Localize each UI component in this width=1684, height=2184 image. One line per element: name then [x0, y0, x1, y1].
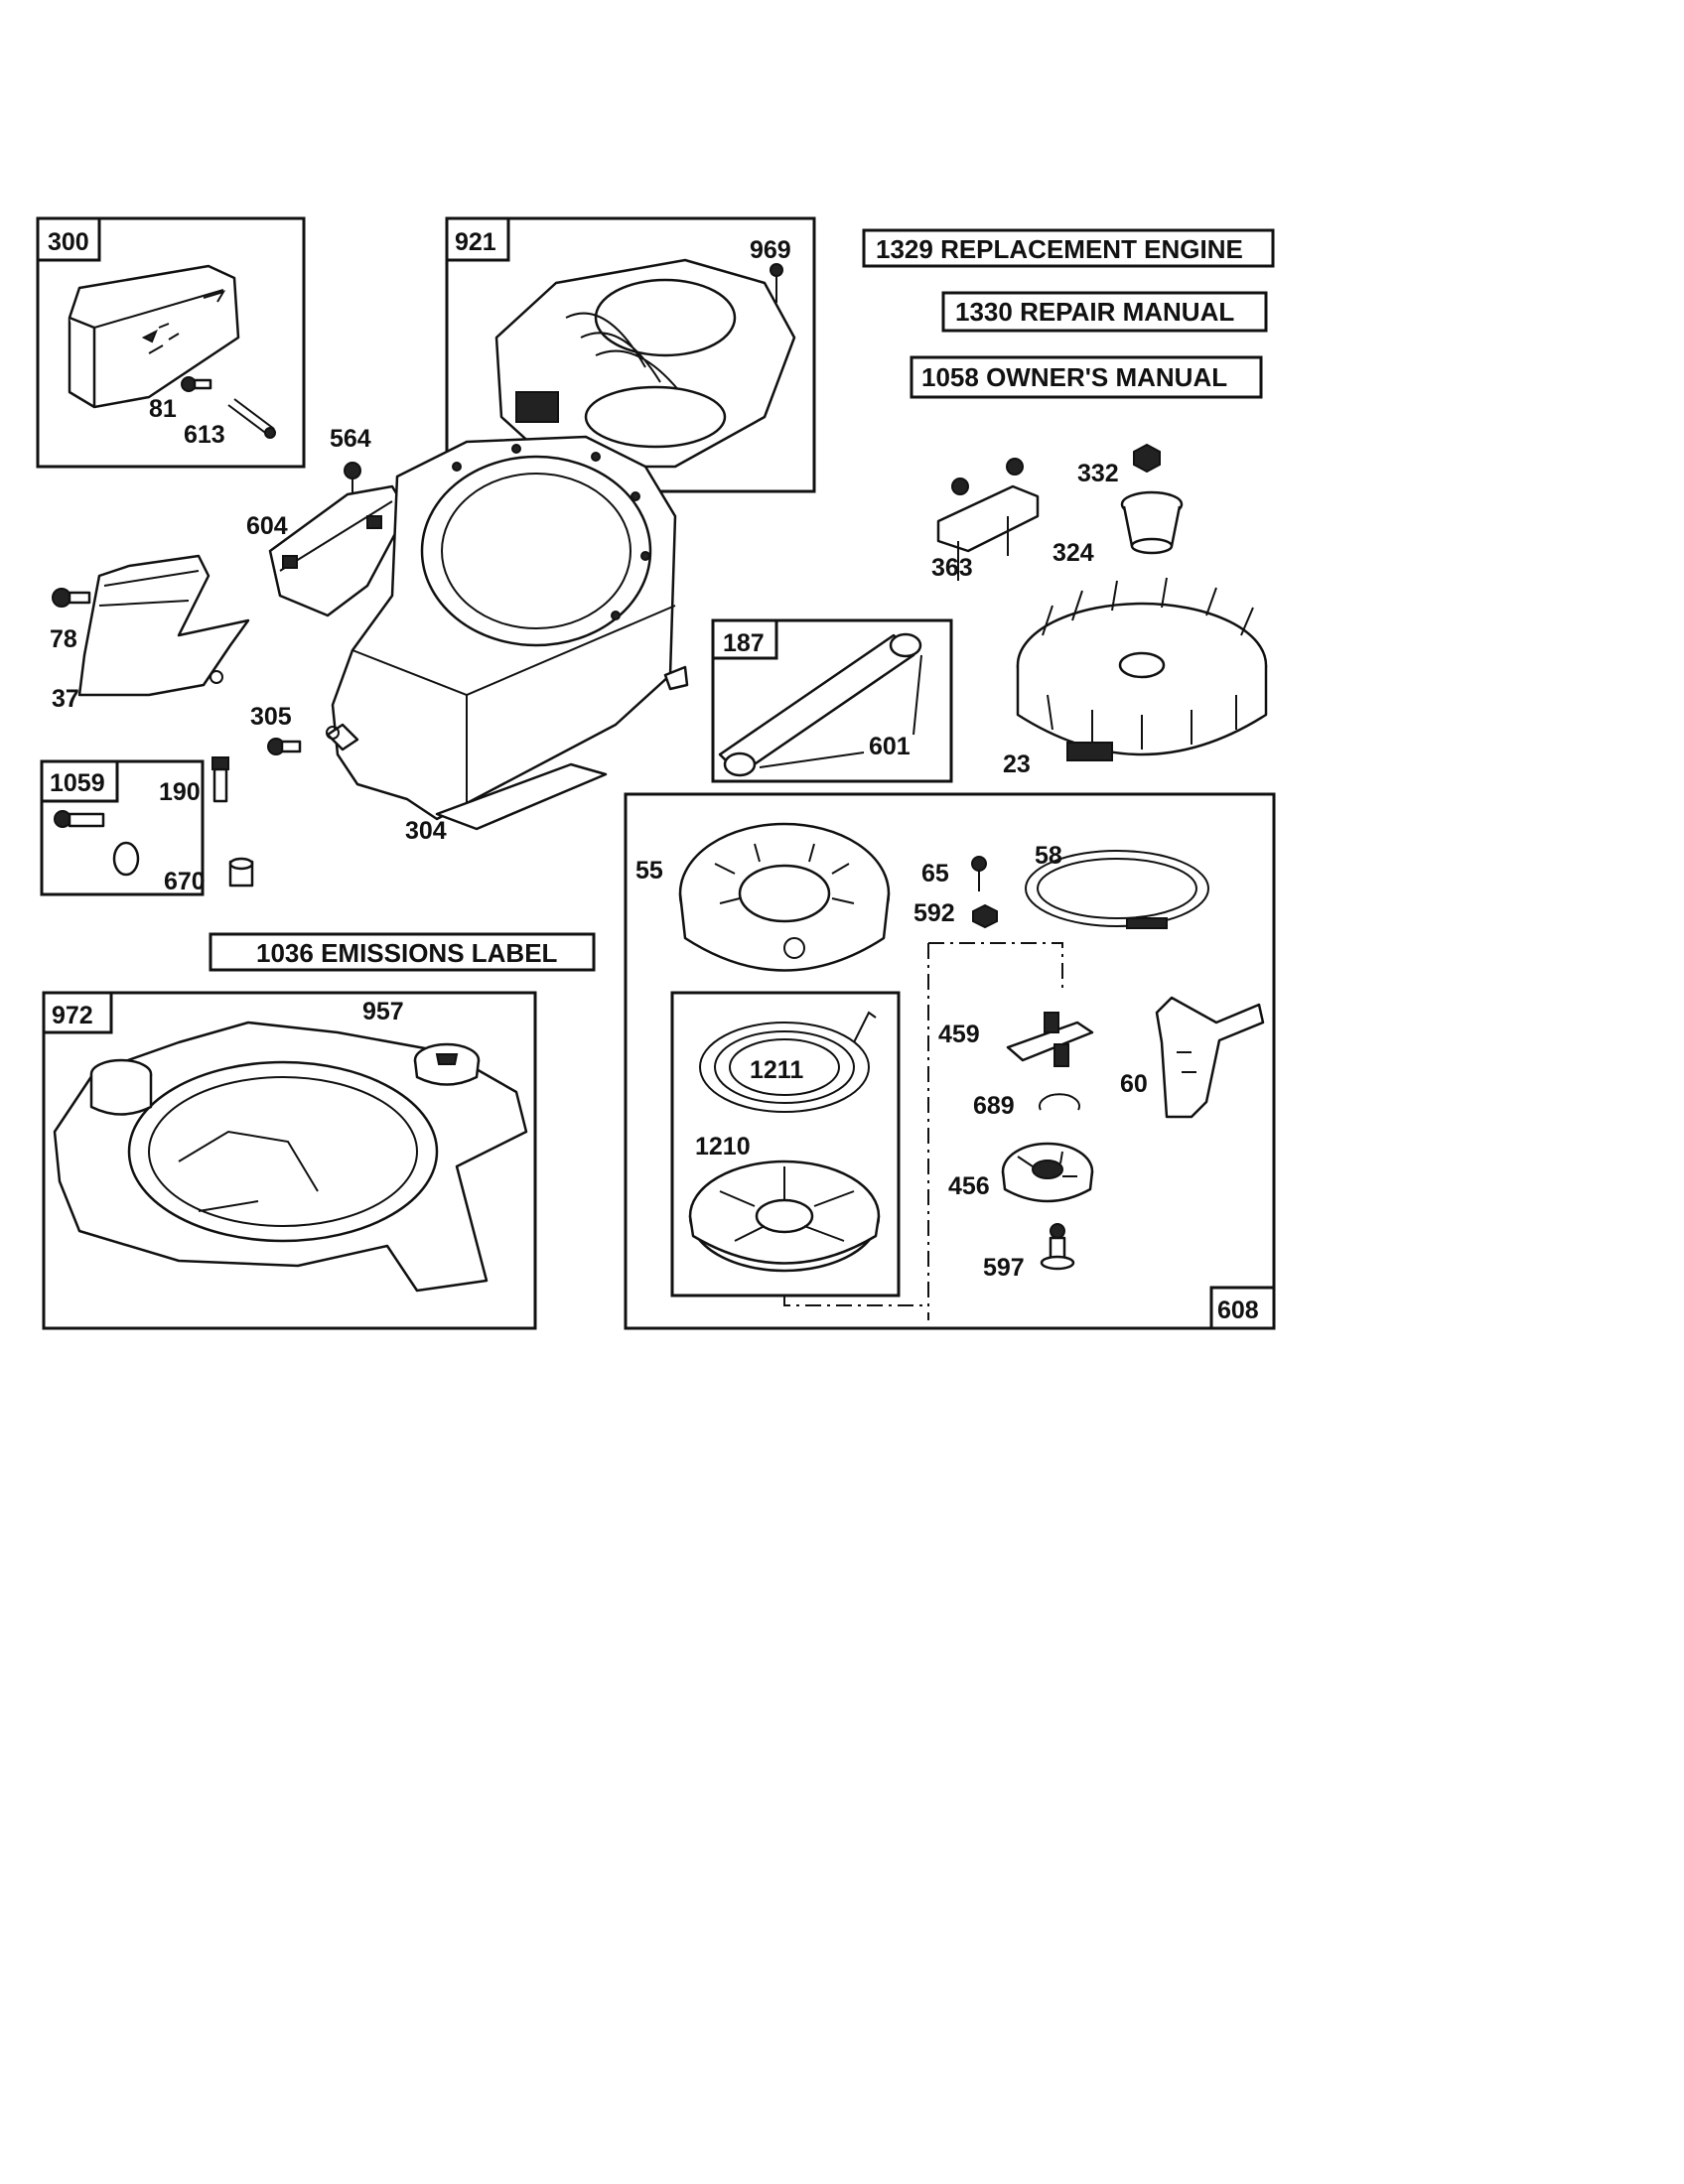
part-label-332: 332: [1077, 460, 1119, 487]
part-label-597: 597: [983, 1254, 1025, 1282]
note-owners-manual: 1058 OWNER'S MANUAL: [910, 355, 1263, 399]
blower-housing-304: [326, 435, 689, 831]
part-label-304: 304: [405, 817, 447, 845]
nut-592: [972, 903, 998, 929]
handle-60: [1155, 996, 1265, 1119]
bolt-1059: [54, 810, 140, 877]
cup-324: [1120, 490, 1184, 555]
svg-text:1058 OWNER'S MANUAL: 1058 OWNER'S MANUAL: [921, 362, 1227, 392]
note-repair-manual: 1330 REPAIR MANUAL: [941, 291, 1268, 333]
kit-number-608: 608: [1217, 1297, 1259, 1324]
part-label-65: 65: [921, 860, 949, 887]
baffle-604: [268, 484, 409, 617]
spacer-670: [228, 857, 254, 887]
rope-58: [1025, 850, 1209, 929]
flywheel-23: [1016, 577, 1268, 761]
dashed-guide: [783, 942, 1063, 1320]
part-label-689: 689: [973, 1092, 1015, 1120]
svg-text:1329 REPLACEMENT ENGINE: 1329 REPLACEMENT ENGINE: [876, 234, 1243, 264]
screw-305: [267, 738, 302, 755]
screw-81: [181, 376, 212, 392]
nut-332: [1133, 443, 1161, 474]
kit-300-box: 300: [36, 216, 306, 469]
note-emissions-label: 1036 EMISSIONS LABEL: [209, 932, 596, 972]
clip-689: [1039, 1093, 1080, 1111]
part-label-190: 190: [159, 778, 201, 806]
svg-text:1330 REPAIR MANUAL: 1330 REPAIR MANUAL: [955, 297, 1234, 327]
part-label-459: 459: [938, 1021, 980, 1048]
part-label-78: 78: [50, 625, 77, 653]
screw-564: [344, 462, 361, 492]
part-label-58: 58: [1035, 842, 1062, 870]
starter-housing-55: [678, 822, 891, 972]
muffler-drawing: [68, 264, 240, 409]
ratchet-456: [1001, 1142, 1094, 1203]
dog-459: [1006, 1012, 1094, 1067]
inner-box: [670, 991, 901, 1297]
kit-number-972: 972: [52, 1002, 93, 1029]
part-label-592: 592: [913, 899, 955, 927]
kit-972-box: 972: [42, 991, 537, 1330]
part-label-1211: 1211: [750, 1056, 803, 1084]
screw-78: [52, 588, 91, 608]
screw-597: [1040, 1223, 1075, 1271]
part-label-23: 23: [1003, 751, 1031, 778]
tube-drawing: [718, 632, 922, 777]
part-label-60: 60: [1120, 1070, 1148, 1098]
cover-drawing: [494, 258, 796, 469]
kit-1059-box: 1059: [40, 759, 205, 896]
armature-363: [936, 458, 1040, 581]
part-label-305: 305: [250, 703, 292, 731]
note-replacement-engine: 1329 REPLACEMENT ENGINE: [862, 228, 1275, 268]
spring-1211: [699, 1011, 877, 1113]
kit-number-1059: 1059: [50, 769, 105, 797]
fuel-cap-957: [413, 1042, 481, 1086]
kit-number-300: 300: [48, 228, 89, 256]
screw-65: [971, 856, 987, 891]
kit-608-box: 608: [624, 792, 1276, 1330]
part-label-564: 564: [330, 425, 371, 453]
part-label-670: 670: [164, 868, 206, 895]
kit-number-921: 921: [455, 228, 496, 256]
kit-number-187: 187: [723, 629, 765, 657]
fuel-tank-drawing: [53, 1021, 528, 1293]
part-label-81: 81: [149, 395, 177, 423]
part-label-613: 613: [184, 421, 225, 449]
part-label-604: 604: [246, 512, 288, 540]
part-label-601: 601: [869, 733, 911, 760]
kit-187-box: 187: [711, 618, 953, 783]
part-label-363: 363: [931, 554, 973, 582]
part-label-324: 324: [1052, 539, 1094, 567]
screw-969: [770, 263, 783, 303]
part-label-55: 55: [635, 857, 663, 885]
bolt-613: [227, 398, 276, 439]
part-label-37: 37: [52, 685, 79, 713]
svg-text:1036 EMISSIONS LABEL: 1036 EMISSIONS LABEL: [256, 938, 558, 968]
part-label-969: 969: [750, 236, 791, 264]
baffle-37: [77, 554, 250, 697]
part-label-957: 957: [362, 998, 404, 1025]
pulley-1210: [688, 1160, 881, 1273]
part-label-456: 456: [948, 1172, 990, 1200]
stud-190: [211, 756, 229, 803]
part-label-1210: 1210: [695, 1133, 751, 1160]
